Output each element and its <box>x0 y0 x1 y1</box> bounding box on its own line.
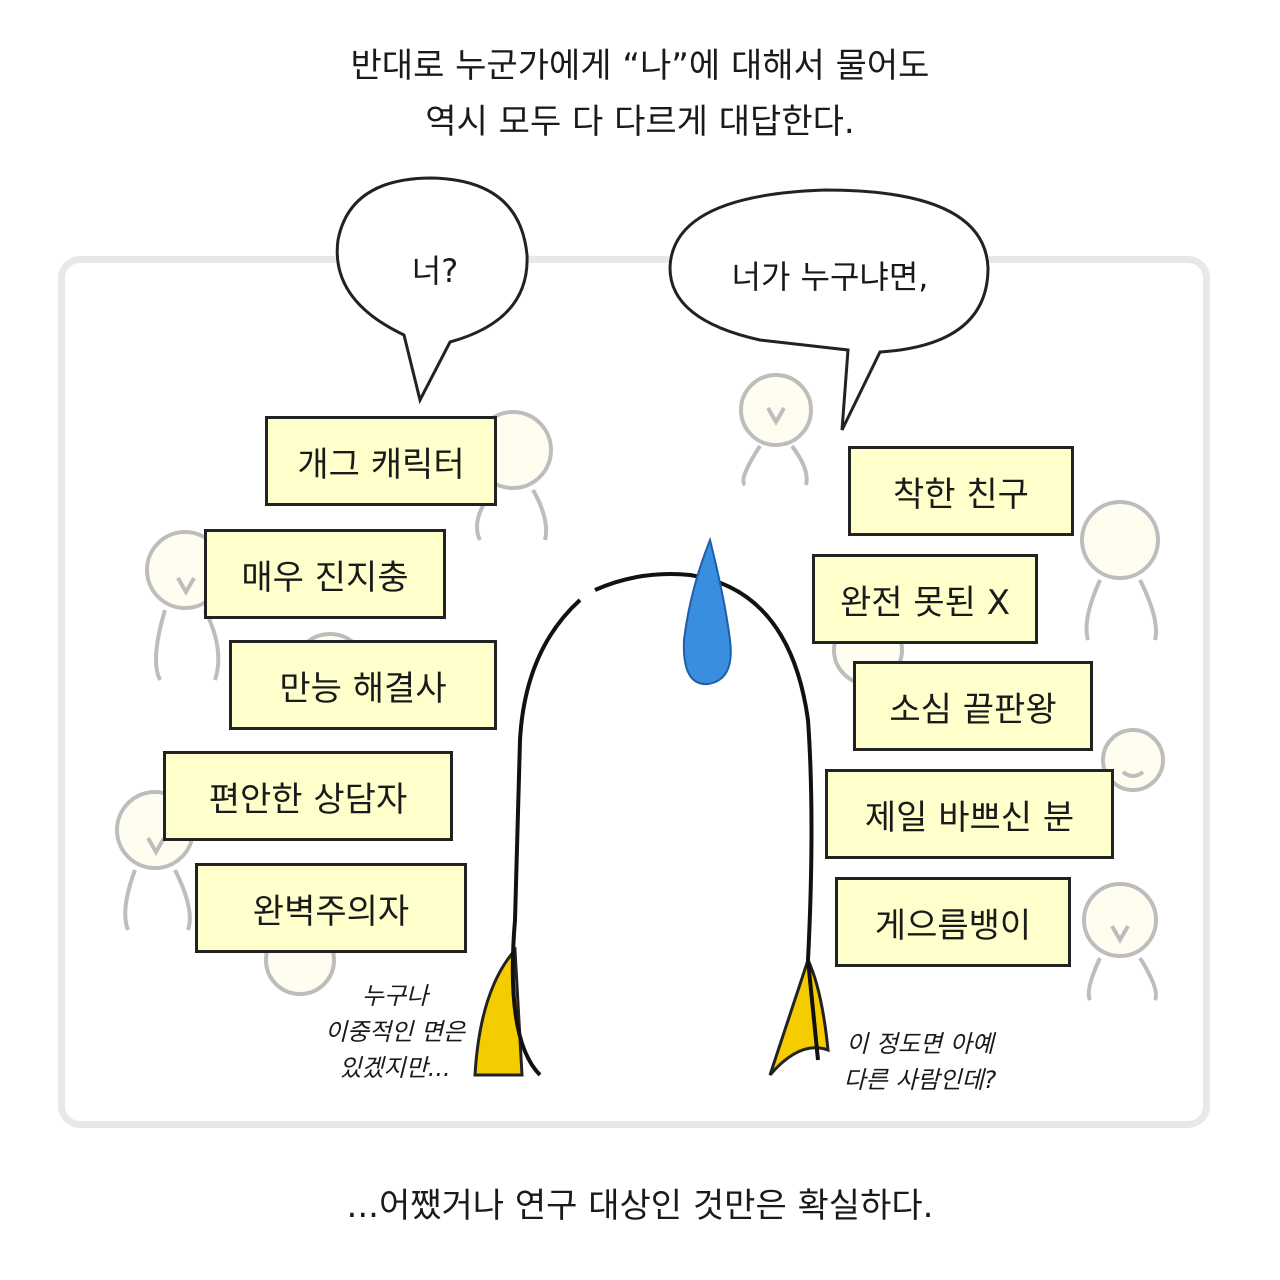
shade-right <box>768 955 830 1076</box>
label-left-1: 개그 캐릭터 <box>265 416 497 506</box>
note-right-line-1: 이 정도면 아예 <box>846 1030 994 1058</box>
note-left-line-1: 누구나 <box>361 982 429 1010</box>
comic-panel-frame <box>58 256 1210 1128</box>
label-right-3: 소심 끝판왕 <box>853 661 1093 751</box>
sweat-drop-icon <box>682 536 732 686</box>
person-figure <box>739 373 813 487</box>
note-left-line-3: 있겠지만... <box>339 1054 451 1082</box>
caption-top-line-1: 반대로 누군가에게 “나”에 대해서 물어도 <box>350 46 930 86</box>
central-figure <box>473 536 830 1077</box>
label-left-4: 편안한 상담자 <box>163 751 453 841</box>
caption-bottom: ...어쨌거나 연구 대상인 것만은 확실하다. <box>346 1186 934 1226</box>
bubble-left-text: 너? <box>411 252 459 290</box>
label-left-2: 매우 진지충 <box>204 529 446 619</box>
caption-top-line-2: 역시 모두 다 다르게 대답한다. <box>425 102 855 142</box>
bubble-right-text: 너가 누구냐면, <box>731 258 929 296</box>
caption-top: 반대로 누군가에게 “나”에 대해서 물어도 역시 모두 다 다르게 대답한다. <box>0 38 1280 150</box>
label-right-4: 제일 바쁘신 분 <box>825 769 1114 859</box>
label-right-5: 게으름뱅이 <box>835 877 1071 967</box>
person-figure <box>1080 500 1160 641</box>
label-right-2: 완전 못된 X <box>812 554 1038 644</box>
note-left-line-2: 이중적인 면은 <box>324 1018 466 1046</box>
label-right-1: 착한 친구 <box>848 446 1074 536</box>
person-figure <box>1082 882 1158 1001</box>
label-left-5: 완벽주의자 <box>195 863 467 953</box>
note-right: 이 정도면 아예 다른 사람인데? <box>800 1026 1040 1098</box>
speech-bubble-right <box>668 188 990 431</box>
note-right-line-2: 다른 사람인데? <box>843 1066 997 1094</box>
person-figure <box>1101 728 1165 792</box>
note-left: 누구나 이중적인 면은 있겠지만... <box>290 978 500 1086</box>
speech-bubble-left <box>335 176 529 405</box>
label-left-3: 만능 해결사 <box>229 640 497 730</box>
